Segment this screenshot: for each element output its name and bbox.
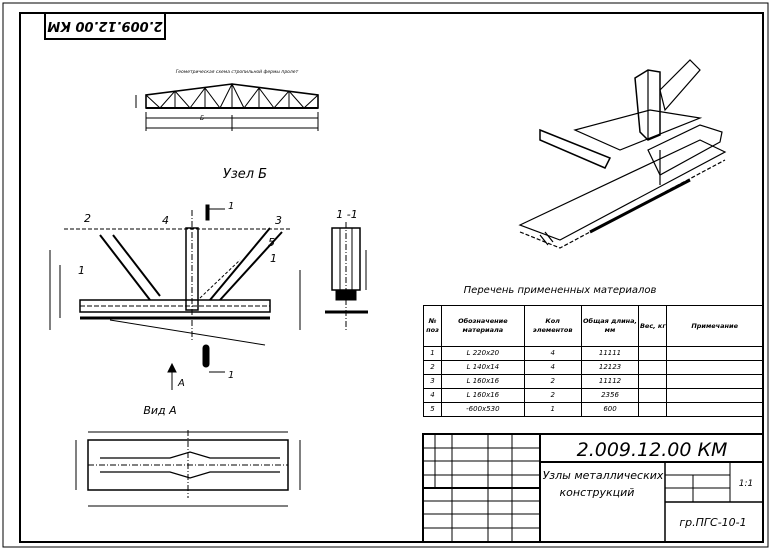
node-title: Узел Б	[223, 167, 267, 182]
header-weight: Вес, кг	[638, 305, 668, 347]
node-3d-drawing	[518, 59, 727, 249]
cell-weight	[638, 388, 668, 403]
cell-count: 4	[523, 346, 582, 361]
inner-frame	[19, 12, 764, 543]
mirrored-stamp-box	[44, 12, 166, 40]
section-mark-top: 1	[228, 201, 234, 212]
cell-count: 2	[523, 374, 582, 389]
view-arrow-label: А	[177, 378, 185, 389]
cell-pos: 4	[423, 388, 442, 403]
callout-3: 3	[275, 214, 282, 227]
header-note: Примечание	[666, 305, 763, 347]
view-title: Вид А	[143, 404, 176, 417]
header-pos: № поз	[423, 305, 442, 347]
table-row: 2 L 140х14 4 12123	[423, 360, 763, 375]
cell-note	[666, 402, 763, 417]
cell-designation: L 160х16	[440, 388, 525, 403]
table-row: 5 -600х530 1 600	[423, 402, 763, 417]
cell-length: 600	[580, 402, 640, 417]
cell-designation: -600х530	[440, 402, 525, 417]
cell-pos: 3	[423, 374, 442, 389]
materials-table: № поз Обозначение материала Кол элементо…	[423, 305, 763, 417]
callout-5: 5	[268, 236, 275, 249]
header-count: Кол элементов	[523, 305, 582, 347]
mirrored-stamp-code: 2.009.12.00 КМ	[47, 18, 162, 33]
node-b-drawing	[49, 204, 301, 390]
table-row: 3 L 160х16 2 11112	[423, 374, 763, 389]
cell-weight	[638, 360, 668, 375]
cell-length: 2356	[580, 388, 640, 403]
section-1-1-drawing	[325, 222, 368, 330]
cell-weight	[638, 402, 668, 417]
truss-node-mark: Б	[200, 115, 204, 122]
cell-count: 1	[523, 402, 582, 417]
cell-designation: L 140х14	[440, 360, 525, 375]
title-block	[422, 433, 764, 543]
truss-title: Геометрическая схема стропильной фермы п…	[176, 69, 299, 75]
cell-length: 11112	[580, 374, 640, 389]
cell-note	[666, 360, 763, 375]
cell-pos: 5	[423, 402, 442, 417]
table-row: 1 L 220х20 4 11111	[423, 346, 763, 361]
header-length: Общая длина, мм	[580, 305, 640, 347]
cell-note	[666, 388, 763, 403]
cell-designation: L 160х16	[440, 374, 525, 389]
cell-pos: 1	[423, 346, 442, 361]
title-block-name-line1: Узлы металлических	[543, 469, 664, 482]
materials-header-row: № поз Обозначение материала Кол элементо…	[423, 305, 763, 347]
cell-count: 4	[523, 360, 582, 375]
truss-scheme: Геометрическая схема стропильной фермы п…	[135, 69, 319, 131]
cell-note	[666, 374, 763, 389]
callout-2: 2	[84, 212, 91, 225]
title-block-name-line2: конструкций	[560, 486, 635, 499]
title-block-group: гр.ПГС-10-1	[679, 516, 746, 529]
cell-length: 12123	[580, 360, 640, 375]
cell-count: 2	[523, 388, 582, 403]
table-row: 4 L 160х16 2 2356	[423, 388, 763, 403]
section-title: 1 -1	[336, 208, 357, 221]
cell-designation: L 220х20	[440, 346, 525, 361]
callout-4: 4	[162, 214, 169, 227]
cell-pos: 2	[423, 360, 442, 375]
view-a-drawing	[75, 430, 301, 507]
cell-note	[666, 346, 763, 361]
section-mark-bottom: 1	[228, 370, 234, 381]
cell-weight	[638, 374, 668, 389]
cell-length: 11111	[580, 346, 640, 361]
callout-1-right: 1	[270, 252, 277, 265]
title-block-code: 2.009.12.00 КМ	[577, 439, 728, 461]
title-block-scale: 1:1	[739, 479, 753, 489]
callout-1-left: 1	[78, 264, 85, 277]
cell-weight	[638, 346, 668, 361]
header-designation: Обозначение материала	[440, 305, 525, 347]
materials-title: Перечень примененных материалов	[464, 285, 657, 296]
